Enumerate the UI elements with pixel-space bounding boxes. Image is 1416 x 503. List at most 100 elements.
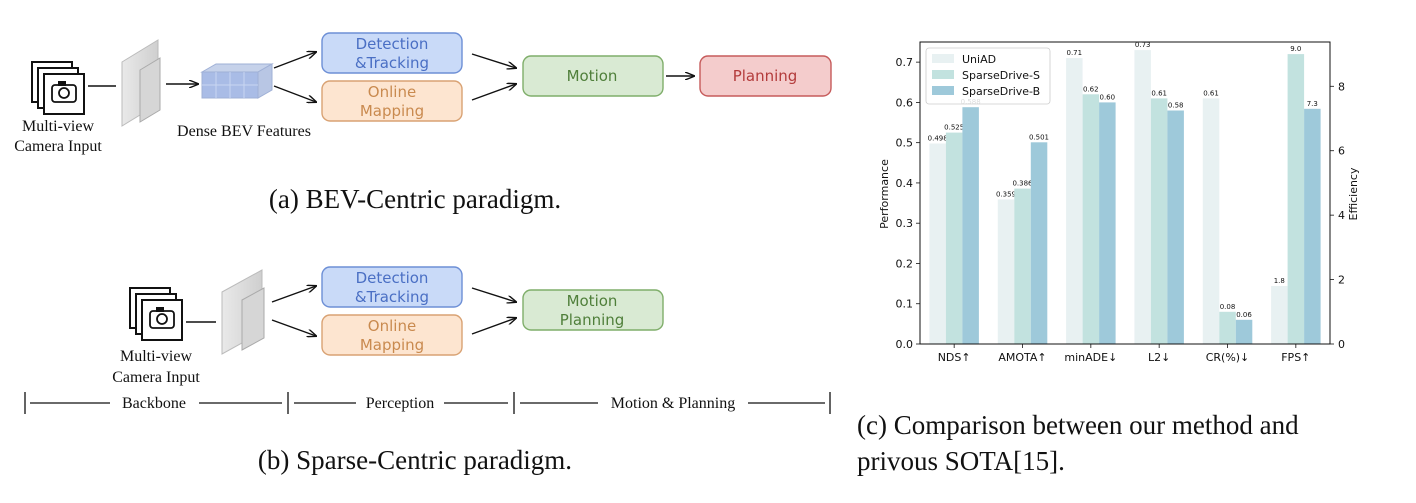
legend-label: UniAD (962, 53, 996, 66)
bar (1030, 142, 1048, 344)
y-tick-label: 0.5 (896, 137, 914, 150)
arrow (273, 52, 316, 69)
data-label: 0.61 (1151, 89, 1167, 97)
mapping-label-1: Online (368, 83, 416, 101)
y-tick-label: 0.0 (896, 338, 914, 351)
bar (1066, 58, 1083, 344)
stage-ruler: Backbone Perception Motion & Planning (24, 392, 831, 414)
motion-planning-label-1: Motion (567, 292, 618, 310)
bar (929, 143, 946, 344)
stage-perception-label: Perception (366, 395, 434, 412)
arrow (471, 318, 516, 335)
motion-box: Motion (522, 55, 664, 97)
motion-planning-label-2: Planning (560, 311, 625, 329)
online-mapping-box: Online Mapping (321, 80, 463, 122)
camera-label-line1: Multi-view (120, 348, 192, 365)
detection-label-1: Detection (356, 269, 429, 287)
bar (1202, 98, 1220, 345)
motion-label: Motion (567, 67, 618, 85)
detection-tracking-box: Detection &Tracking (321, 266, 463, 308)
data-label: 0.06 (1236, 311, 1252, 319)
backbone-icon (121, 39, 161, 127)
bar (1219, 311, 1236, 344)
motion-planning-box: Motion Planning (522, 289, 664, 331)
mapping-label-2: Mapping (360, 102, 424, 120)
y2-tick-label: 2 (1338, 274, 1345, 287)
y-tick-label: 0.3 (896, 217, 914, 230)
bar (1304, 108, 1321, 344)
bar (1235, 319, 1253, 344)
arrow (271, 286, 316, 303)
bar (1167, 110, 1184, 344)
mapping-label-1: Online (368, 317, 416, 335)
detection-tracking-box: Detection &Tracking (321, 32, 463, 74)
legend-swatch (932, 70, 954, 79)
detection-label-2: &Tracking (355, 288, 429, 306)
y-tick-label: 0.4 (896, 177, 914, 190)
x-tick-label: minADE↓ (1064, 351, 1117, 364)
panel-b: Multi-view Camera Input Detection &Track… (24, 266, 831, 475)
arrow (273, 85, 316, 102)
bar (1014, 188, 1031, 344)
plot-frame (919, 41, 1331, 345)
camera-icon (129, 287, 183, 341)
data-label: 9.0 (1290, 45, 1301, 53)
y2-tick-label: 6 (1338, 145, 1345, 158)
detection-label-2: &Tracking (355, 54, 429, 72)
bar (1287, 54, 1305, 344)
data-label: 7.3 (1307, 100, 1318, 108)
arrow (471, 53, 516, 68)
data-label: 0.71 (1067, 49, 1083, 57)
data-label: 0.73 (1135, 41, 1151, 49)
camera-icon (31, 61, 85, 115)
mapping-label-2: Mapping (360, 336, 424, 354)
data-label: 0.359 (996, 190, 1016, 198)
data-label: 0.525 (944, 124, 964, 132)
caption-c-line2: privous SOTA[15]. (857, 446, 1065, 476)
legend-label: SparseDrive-B (962, 85, 1040, 98)
stage-backbone-label: Backbone (122, 395, 186, 412)
y2-tick-label: 0 (1338, 338, 1345, 351)
y-tick-label: 0.2 (896, 257, 914, 270)
x-tick-label: L2↓ (1148, 351, 1170, 364)
camera-label-line1: Multi-view (22, 118, 94, 135)
camera-label-line2: Camera Input (14, 138, 102, 155)
data-label: 0.08 (1220, 303, 1236, 311)
arrow (271, 319, 316, 336)
bar (1099, 102, 1116, 345)
y2-tick-label: 4 (1338, 209, 1345, 222)
legend-label: SparseDrive-S (962, 69, 1040, 82)
comparison-chart: Performance Efficiency 0.4980.5250.588ND… (878, 41, 1360, 364)
bar (1082, 94, 1100, 344)
data-label: 1.8 (1274, 277, 1285, 285)
caption-c-line1: (c) Comparison between our method and (857, 410, 1299, 440)
data-label: 0.501 (1029, 133, 1049, 141)
data-label: 0.61 (1203, 89, 1219, 97)
bar (1271, 286, 1288, 344)
arrow (471, 287, 516, 302)
bev-features-icon (200, 63, 274, 99)
y-tick-label: 0.7 (896, 56, 914, 69)
panel-a: Multi-view Camera Input Dense BEV Featur… (14, 32, 832, 214)
x-tick-label: NDS↑ (938, 351, 971, 364)
data-label: 0.60 (1100, 93, 1116, 101)
y2-axis-label: Efficiency (1347, 167, 1360, 220)
bar (945, 132, 963, 344)
bev-label: Dense BEV Features (177, 123, 311, 140)
bar (1150, 98, 1168, 345)
bar (1134, 50, 1151, 344)
data-label: 0.58 (1168, 102, 1184, 110)
x-tick-label: CR(%)↓ (1206, 351, 1250, 364)
online-mapping-box: Online Mapping (321, 314, 463, 356)
planning-label: Planning (733, 67, 798, 85)
legend-box (925, 47, 1051, 105)
y-tick-label: 0.1 (896, 298, 914, 311)
backbone-icon (221, 269, 265, 355)
y-axis-label: Performance (878, 159, 891, 229)
bar (997, 199, 1015, 344)
data-label: 0.498 (928, 135, 948, 143)
caption-b: (b) Sparse-Centric paradigm. (258, 445, 572, 475)
planning-box: Planning (699, 55, 832, 97)
caption-a: (a) BEV-Centric paradigm. (269, 184, 561, 214)
